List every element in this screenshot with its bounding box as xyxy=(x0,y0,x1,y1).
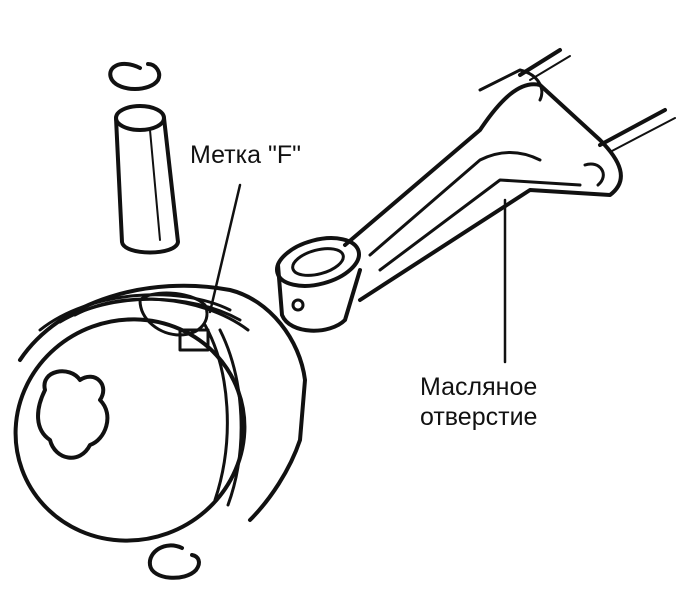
oil-hole-label-line1: Масляное xyxy=(420,373,538,401)
piston xyxy=(13,283,307,543)
circlip-bottom xyxy=(147,543,201,580)
mark-f-label: Метка "F" xyxy=(190,141,301,169)
piston-pin xyxy=(114,104,180,255)
circlip-top xyxy=(108,61,162,91)
oil-hole-label: Масляное отверстие xyxy=(420,372,537,432)
connecting-rod xyxy=(275,48,676,333)
oil-hole-label-line2: отверстие xyxy=(420,403,538,431)
leader-line-mark-f xyxy=(208,183,242,314)
